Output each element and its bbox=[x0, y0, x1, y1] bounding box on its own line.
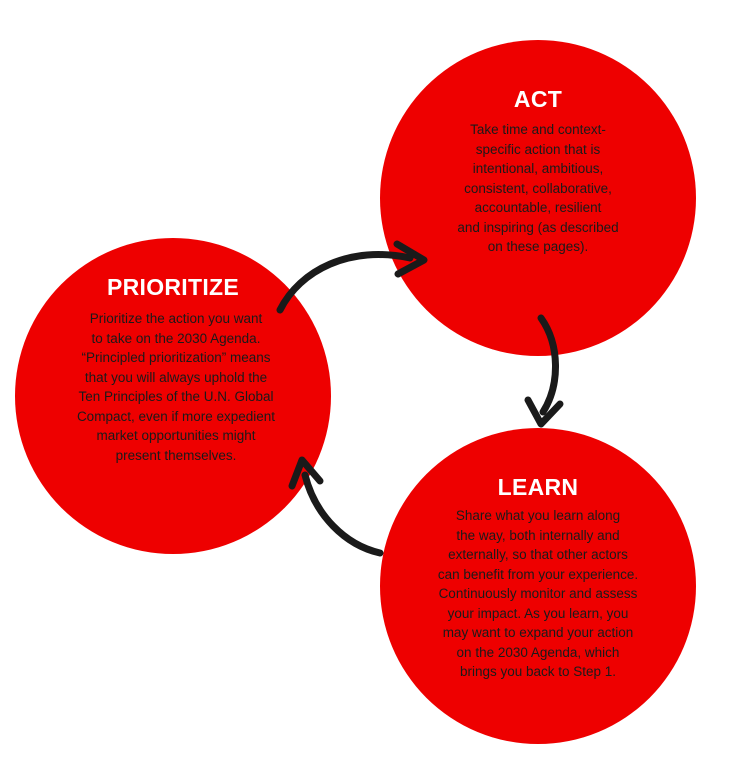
learn-description: Share what you learn along the way, both… bbox=[437, 508, 639, 679]
act-circle: ACT Take time and context- specific acti… bbox=[380, 40, 696, 356]
prioritize-description: Prioritize the action you want to take o… bbox=[76, 311, 276, 463]
learn-circle: LEARN Share what you learn along the way… bbox=[380, 428, 696, 744]
learn-title: LEARN bbox=[497, 474, 579, 500]
act-description: Take time and context- specific action t… bbox=[457, 122, 619, 254]
prioritize-circle: PRIORITIZE Prioritize the action you wan… bbox=[15, 238, 331, 554]
act-title: ACT bbox=[513, 86, 563, 112]
prioritize-title: PRIORITIZE bbox=[106, 274, 240, 300]
